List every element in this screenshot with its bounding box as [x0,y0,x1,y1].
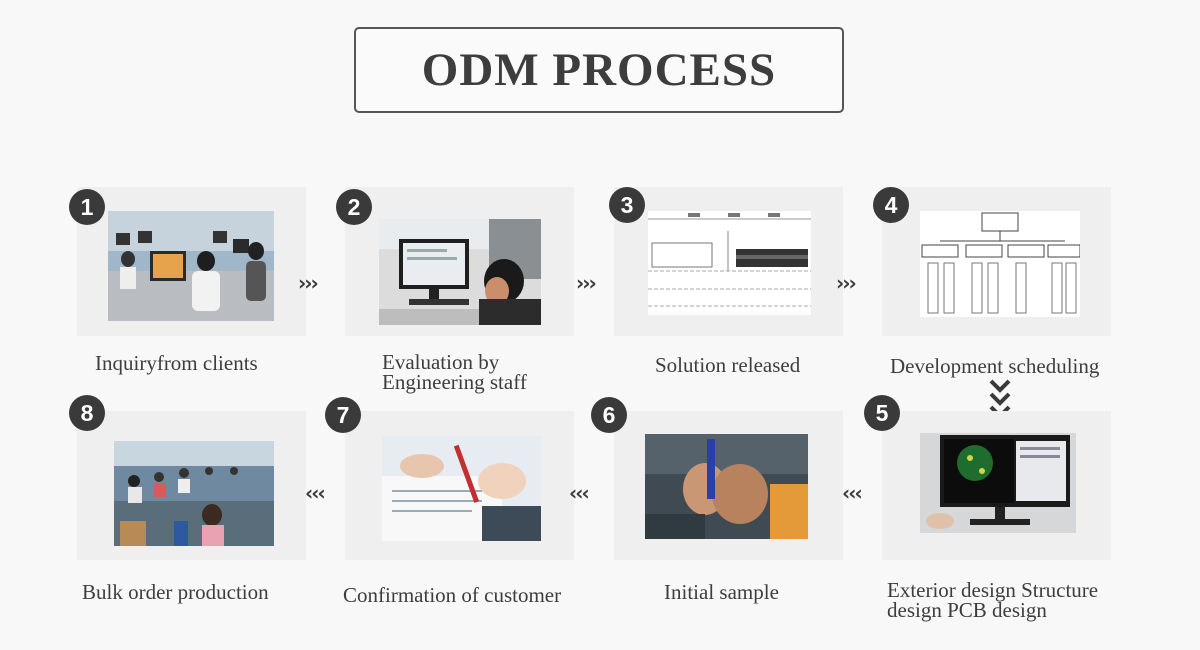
step-6-badge: 6 [591,397,627,433]
arrow-6-7: ‹‹‹ [569,481,590,505]
step-6-caption: Initial sample [664,580,779,604]
step-7-caption: Confirmation of customer [343,583,562,607]
step-5-badge: 5 [864,395,900,431]
step-4-badge: 4 [873,187,909,223]
step-2-caption-line2: Engineering staff [382,370,527,394]
arrow-3-4: ››› [836,271,857,295]
step-3-badge: 3 [609,187,645,223]
title-box: ODM PROCESS [354,27,844,113]
step-4-caption: Development scheduling [890,354,1100,378]
step-7-badge: 7 [325,397,361,433]
step-5-caption-line2: design PCB design [887,598,1047,622]
factory-workers-photo [114,441,274,546]
step-1-badge: 1 [69,189,105,225]
engineer-at-computer-photo [379,219,541,325]
pcb-design-screen-photo [920,433,1076,533]
page-title: ODM PROCESS [421,44,777,96]
arrow-5-6: ‹‹‹ [842,481,863,505]
sample-hands-photo [645,434,808,539]
arrow-7-8: ‹‹‹ [305,481,326,505]
step-2-badge: 2 [336,189,372,225]
technical-drawing-photo [648,211,811,315]
step-8-caption: Bulk order production [82,580,269,604]
step-5-caption-line1: Exterior design Structure [887,578,1099,602]
step-2-caption-line1: Evaluation by [382,350,500,374]
step-1-caption: Inquiryfrom clients [95,351,258,375]
org-chart-photo [920,211,1080,317]
arrow-2-3: ››› [576,271,597,295]
signing-document-photo [382,436,541,541]
arrow-1-2: ››› [298,271,319,295]
step-8-badge: 8 [69,395,105,431]
step-3-caption: Solution released [655,353,801,377]
office-workers-photo [108,211,274,321]
